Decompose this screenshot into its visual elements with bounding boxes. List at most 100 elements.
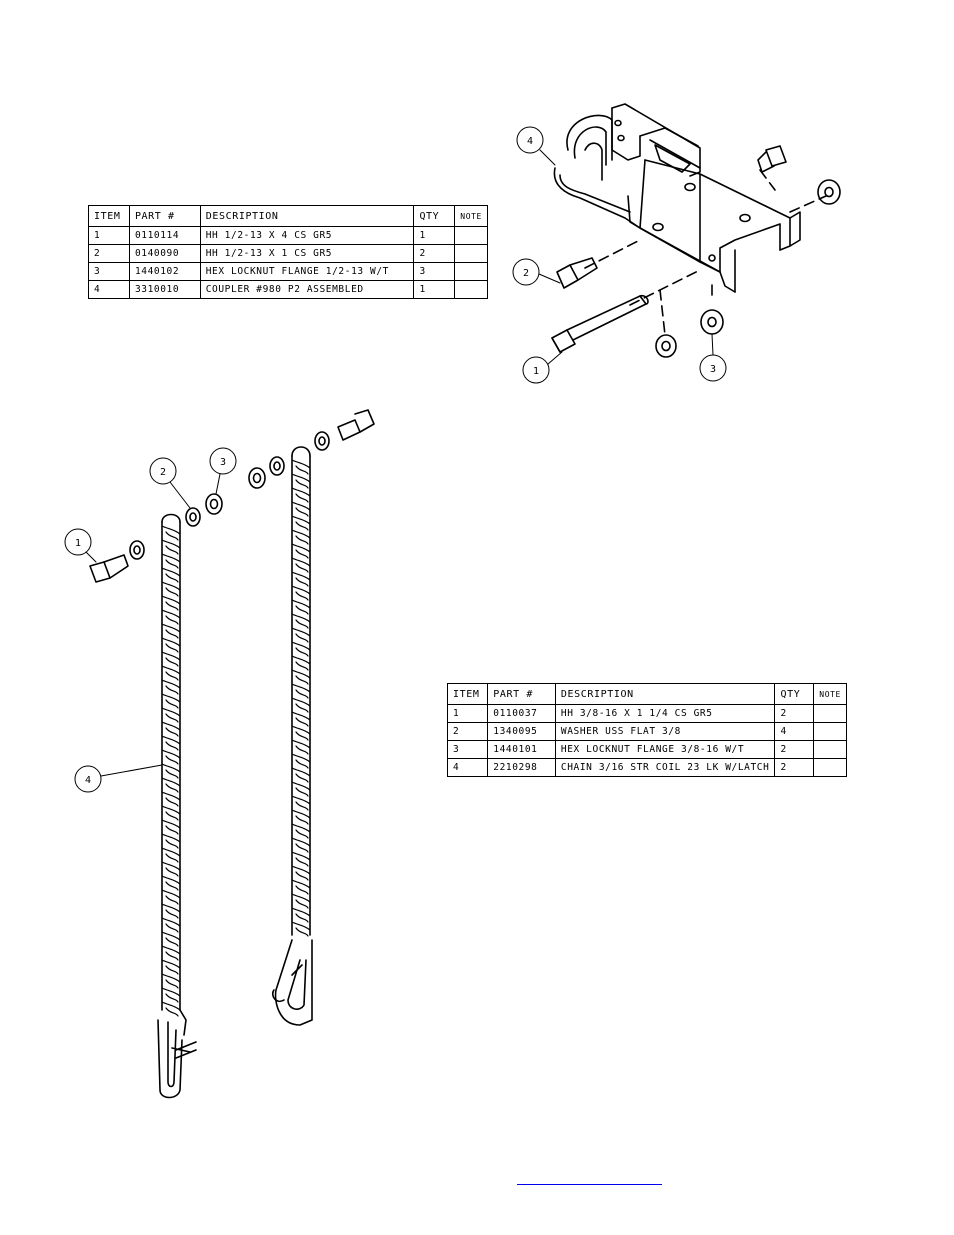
chain-link: [161, 581, 181, 597]
chain-link: [161, 595, 181, 611]
cell-qty: 1: [413, 280, 456, 299]
chain-link: [161, 721, 181, 737]
table-row: 4 2210298 CHAIN 3/16 STR COIL 23 LK W/LA…: [446, 758, 847, 777]
chain-link: [291, 641, 311, 657]
chain-callout-2: 2: [160, 467, 166, 478]
chain-callouts: [64, 447, 237, 793]
chain-link: [291, 795, 311, 811]
chain-link: [291, 823, 311, 839]
table-header-row: ITEM PART # DESCRIPTION QTY NOTE: [446, 683, 847, 705]
chain-link: [291, 585, 311, 601]
chain-link: [161, 609, 181, 625]
washer-4: [314, 431, 330, 451]
chain-link: [291, 557, 311, 573]
locknut-3: [817, 179, 841, 205]
chain-link: [161, 763, 181, 779]
chain-callout-1: 1: [75, 538, 81, 549]
coupler-callout-3: 3: [710, 364, 716, 375]
chain-link: [161, 805, 181, 821]
chain-link: [291, 767, 311, 783]
chain-left: [157, 513, 197, 1099]
chain-link: [161, 777, 181, 793]
bolt-long: [551, 294, 649, 353]
chain-link: [291, 599, 311, 615]
footer-link[interactable]: [517, 1170, 662, 1185]
chain-link: [161, 693, 181, 709]
chain-link: [291, 683, 311, 699]
chain-link: [161, 651, 181, 667]
chain-link: [161, 847, 181, 863]
locknut-4: [205, 493, 223, 515]
chain-link: [291, 655, 311, 671]
chain-link: [291, 851, 311, 867]
col-note: NOTE: [454, 205, 488, 227]
chain-link: [291, 487, 311, 503]
chain-link: [291, 893, 311, 909]
chain-bolt-left: [89, 554, 129, 583]
table-row: 2 0140090 HH 1/2-13 X 1 CS GR5 2: [88, 244, 488, 263]
chain-link: [291, 669, 311, 685]
cell-part: 3310010: [128, 280, 201, 299]
chain-link: [161, 833, 181, 849]
chain-link: [291, 879, 311, 895]
cell-qty: 2: [774, 758, 815, 777]
coupler-callout-4: 4: [527, 136, 533, 147]
chain-link: [161, 861, 181, 877]
chain-link: [291, 529, 311, 545]
coupler-drawing: [551, 103, 841, 358]
chain-link: [161, 875, 181, 891]
coupler-callout-1: 1: [533, 366, 539, 377]
locknut-2: [655, 334, 677, 358]
chain-link: [161, 931, 181, 947]
table-row: 4 3310010 COUPLER #980 P2 ASSEMBLED 1: [88, 280, 488, 299]
washer-2: [185, 507, 201, 527]
chain-callout-4: 4: [85, 775, 91, 786]
chain-link: [161, 623, 181, 639]
chain-link: [161, 525, 181, 541]
chain-link: [291, 837, 311, 853]
chain-link: [161, 973, 181, 989]
chain-link: [161, 567, 181, 583]
table-row: 1 0110037 HH 3/8-16 X 1 1/4 CS GR5 2: [446, 704, 847, 723]
chain-link: [291, 515, 311, 531]
chain-link: [291, 753, 311, 769]
chain-link: [291, 571, 311, 587]
chain-right: [271, 446, 313, 1026]
chain-link: [291, 627, 311, 643]
chain-link: [291, 473, 311, 489]
chain-link: [291, 711, 311, 727]
chain-link: [291, 809, 311, 825]
chain-link: [291, 543, 311, 559]
bolt-short-1: [556, 257, 598, 289]
chain-link: [161, 749, 181, 765]
coupler-body: [553, 103, 801, 293]
chain-link: [161, 707, 181, 723]
chain-link: [291, 501, 311, 517]
chain-drawing: [89, 409, 375, 1099]
table-row: 1 0110114 HH 1/2-13 X 4 CS GR5 1: [88, 226, 488, 245]
chain-link: [161, 987, 181, 1003]
chain-link: [161, 679, 181, 695]
chain-link: [291, 739, 311, 755]
chain-link: [161, 903, 181, 919]
chain-link: [291, 865, 311, 881]
chain-link: [161, 917, 181, 933]
chain-link: [161, 945, 181, 961]
cell-note: [813, 758, 847, 777]
chain-link: [291, 725, 311, 741]
bolt-short-2: [757, 145, 787, 173]
cell-item: 4: [88, 280, 130, 299]
chain-link: [291, 781, 311, 797]
chain-link: [161, 791, 181, 807]
chain-callout-3: 3: [220, 457, 226, 468]
table-header-row: ITEM PART # DESCRIPTION QTY NOTE: [88, 205, 488, 227]
chain-link: [161, 1001, 181, 1017]
cell-item: 4: [446, 758, 489, 777]
cell-item: 3: [446, 740, 489, 759]
coupler-callouts: [512, 126, 727, 384]
chain-link: [161, 665, 181, 681]
cell-note: [454, 280, 488, 299]
chain-link: [291, 907, 311, 923]
coupler-bom-table: ITEM PART # DESCRIPTION QTY NOTE 1 01101…: [88, 205, 488, 299]
